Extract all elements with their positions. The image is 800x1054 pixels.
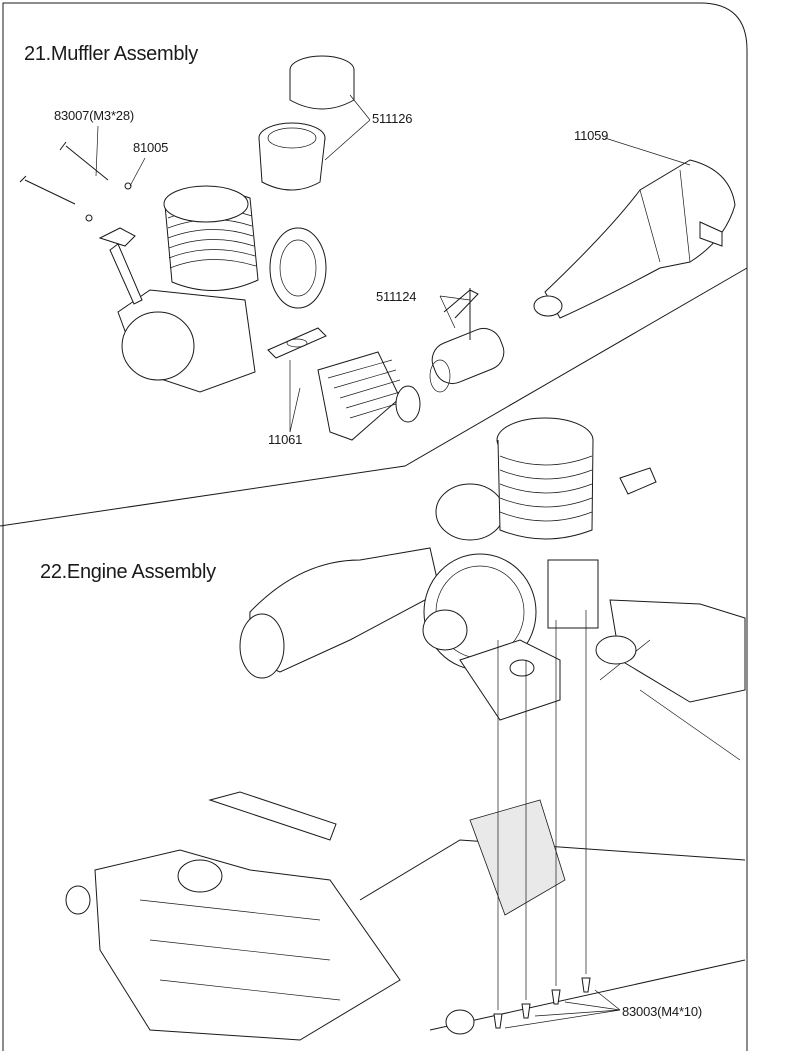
silencer-tip-part (258, 55, 355, 191)
section-heading-engine: 22.Engine Assembly (40, 561, 216, 583)
part-label-gasket: 11061 (268, 432, 303, 447)
screws-bottom (493, 977, 591, 1029)
coupler-part (429, 288, 505, 393)
muffler-assembly-illustration (19, 55, 736, 441)
part-label-coupler: 511124 (376, 289, 417, 304)
exhaust-header-part (267, 327, 421, 441)
section-divider (0, 267, 748, 527)
part-label-washer: 81005 (133, 140, 169, 155)
leader-lines-bottom (504, 989, 621, 1029)
part-label-screw-m4: 83003(M4*10) (622, 1004, 702, 1019)
engine-part-top (98, 185, 327, 393)
screws-washers-top (19, 141, 132, 222)
page-border (2, 2, 748, 1051)
part-label-screw-m3: 83007(M3*28) (54, 108, 134, 123)
part-label-silencer-tip: 511126 (372, 111, 413, 126)
engine-assembly-illustration (65, 417, 746, 1041)
part-label-muffler: 11059 (574, 128, 609, 143)
leader-lines-top (95, 94, 691, 433)
muffler-can-part (533, 159, 736, 319)
section-heading-muffler: 21.Muffler Assembly (24, 43, 199, 65)
